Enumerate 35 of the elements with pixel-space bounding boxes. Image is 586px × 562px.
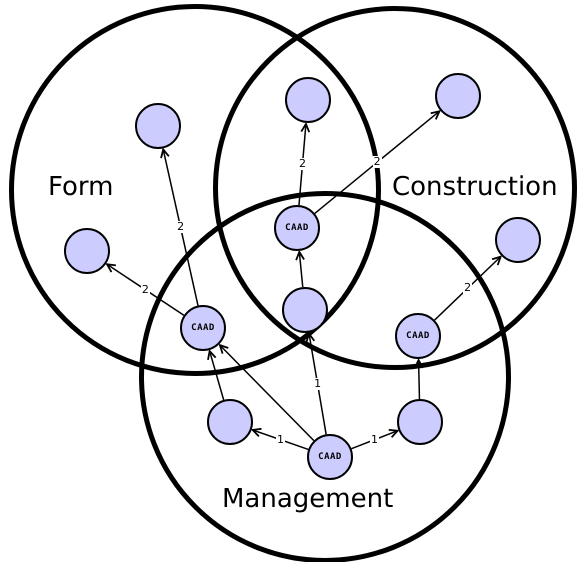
empty-circle: [282, 287, 328, 333]
empty-circle: [207, 399, 253, 445]
empty-circle: [435, 73, 481, 119]
edge-label: 2: [372, 156, 382, 168]
edge-label: 1: [370, 434, 380, 446]
empty-circle: [64, 228, 110, 274]
arrow: [160, 148, 199, 306]
arrow: [414, 359, 424, 400]
edge-label: 2: [140, 284, 150, 296]
arrow: [207, 350, 224, 400]
empty-circle: [397, 399, 443, 445]
edge-label: 1: [313, 378, 322, 390]
edge-label: 2: [298, 158, 307, 170]
edge-label: 2: [176, 221, 186, 234]
node-circle: CAAD: [307, 434, 353, 480]
arrow: [351, 428, 399, 450]
set-label: Management: [222, 484, 394, 514]
arrow: [434, 256, 502, 321]
node-circle: CAAD: [395, 313, 441, 359]
edge-label: 1: [276, 434, 285, 446]
arrow: [252, 428, 309, 450]
set-label: Construction: [392, 172, 558, 202]
node-circle: CAAD: [274, 205, 320, 251]
empty-circle: [495, 217, 541, 263]
arrow: [106, 263, 184, 316]
arrow: [218, 344, 314, 442]
arrow: [298, 123, 310, 206]
edge-label: 2: [463, 282, 472, 294]
empty-circle: [285, 77, 331, 123]
node-circle: CAAD: [180, 305, 226, 351]
set-label: Form: [48, 172, 114, 202]
empty-circle: [135, 103, 181, 149]
arrow: [314, 110, 440, 214]
arrow: [295, 250, 305, 288]
arrow: [306, 332, 327, 434]
